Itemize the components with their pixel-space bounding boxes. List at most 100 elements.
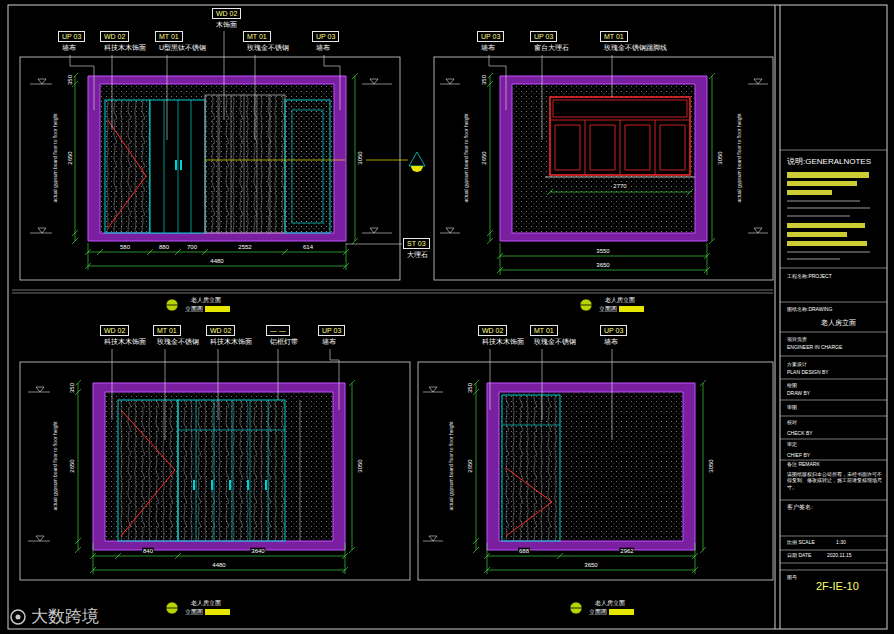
material-tag: MT 01玫瑰金不锈钢 xyxy=(153,325,199,346)
material-tag: UP 03墙布 xyxy=(58,31,85,52)
title-block-text: 审定 xyxy=(786,442,798,448)
wall-section xyxy=(487,383,695,550)
title-block-text: CHECK BY xyxy=(786,431,814,437)
dimension-text: 350 xyxy=(481,74,488,86)
dimension-text: 3650 xyxy=(595,262,610,269)
dimension-text: 350 xyxy=(69,382,76,394)
sheet-border xyxy=(8,5,887,629)
watermark-logo xyxy=(16,615,21,620)
wall-hatch xyxy=(499,392,683,541)
material-code: MT 01 xyxy=(153,325,181,336)
dimension-text: 2962 xyxy=(619,548,634,555)
light-strip xyxy=(300,400,301,541)
material-code: UP 03 xyxy=(318,325,345,336)
leader-line xyxy=(489,55,612,140)
section-symbol xyxy=(411,166,423,172)
title-block-text: 审图 xyxy=(786,405,798,411)
note-lines xyxy=(787,252,870,259)
material-name: 科技木木饰面 xyxy=(482,337,524,346)
material-tag: UP 03窗台大理石 xyxy=(530,31,569,52)
sheet-divider xyxy=(12,290,773,293)
dimension-text: 3650 xyxy=(583,562,598,569)
view-title: 老人房立面 xyxy=(190,600,222,607)
leader-line xyxy=(112,349,339,440)
watermark: 大数跨境 xyxy=(30,608,100,627)
material-code: WD 02 xyxy=(100,31,129,42)
view-subtitle: 立面图 xyxy=(184,306,204,313)
material-tag: UP 03墙布 xyxy=(477,31,504,52)
material-name: 墙布 xyxy=(322,337,336,346)
material-tag: UP 03墙布 xyxy=(318,325,345,346)
height-note: actual gypsum board floor to floor heigh… xyxy=(53,420,59,511)
door-swing xyxy=(506,468,552,536)
view-symbol xyxy=(570,608,582,609)
redaction-bar xyxy=(609,609,634,615)
material-tag: WD 02科技木木饰面 xyxy=(206,325,252,346)
view-symbol xyxy=(166,299,178,311)
dimension-text: 350 xyxy=(67,74,74,86)
material-name: 玫瑰金不锈钢 xyxy=(247,43,289,52)
title-block-text: 校对 xyxy=(786,420,798,426)
material-tag: WD 02木饰面 xyxy=(212,8,241,29)
redaction-bar xyxy=(787,181,857,186)
material-name: 墙布 xyxy=(481,43,495,52)
view-frame xyxy=(20,362,410,580)
dimension-text: 3640 xyxy=(250,548,265,555)
redaction-bar xyxy=(787,172,869,178)
redaction-bar xyxy=(787,241,867,246)
cabinet-lines xyxy=(164,100,191,233)
title-block-border xyxy=(775,5,780,629)
view-frame xyxy=(434,57,773,280)
window xyxy=(550,97,690,175)
material-code: MT 01 xyxy=(600,31,628,42)
view-title: 老人房立面 xyxy=(604,297,636,304)
window-sill xyxy=(545,176,695,177)
dimension-line xyxy=(72,73,358,270)
redaction-bar xyxy=(205,609,230,615)
view-title: 老人房立面 xyxy=(190,297,222,304)
title-block-rule xyxy=(780,150,887,570)
title-block-text: 方案设计 xyxy=(786,362,808,368)
view-symbol xyxy=(166,602,178,614)
material-code: UP 03 xyxy=(312,31,339,42)
wall-section xyxy=(93,383,345,550)
material-code: WD 02 xyxy=(206,325,235,336)
dimension-text: 3050 xyxy=(708,458,715,473)
title-block-text: PLAN DESIGN BY xyxy=(786,370,830,376)
material-name: 窗台大理石 xyxy=(534,43,569,52)
dimension-text: 3050 xyxy=(717,150,724,165)
reference-line xyxy=(205,160,408,161)
wood-wall xyxy=(205,95,285,233)
dimension-text: 2650 xyxy=(69,458,76,473)
title-block-text: 项目负责 xyxy=(786,337,808,343)
door-panel xyxy=(285,100,330,233)
material-tag: — —铝框灯带 xyxy=(266,325,298,346)
material-code: WD 02 xyxy=(212,8,241,19)
title-block-text: 客户签名: xyxy=(786,504,814,511)
view-symbol xyxy=(580,299,592,311)
dimension-text: 2650 xyxy=(481,150,488,165)
material-tag: ST 03大理石 xyxy=(403,238,430,259)
height-note: actual gypsum board floor to floor heigh… xyxy=(449,420,455,511)
dimension-text: 350 xyxy=(467,382,474,394)
title-block-text: DRAW BY xyxy=(786,391,811,397)
material-name: U型黑钛不锈钢 xyxy=(159,43,206,52)
remark-text: 该图纸版权归本公司所有，未经书面许可不得复制、修改或转让，施工前请复核现场尺寸。 xyxy=(786,471,883,490)
material-name: 科技木木饰面 xyxy=(104,337,146,346)
cabinet-line xyxy=(502,425,560,426)
wardrobe xyxy=(178,400,285,541)
redaction-bar xyxy=(619,306,644,312)
view-frame xyxy=(418,362,773,580)
wall-hatch xyxy=(105,392,333,541)
title-block-text: 图号 xyxy=(786,575,798,581)
view-subtitle: 立面图 xyxy=(588,609,608,616)
door-panel xyxy=(118,400,178,541)
material-tag: UP 03墙布 xyxy=(312,31,339,52)
door-panel xyxy=(502,395,560,541)
redaction-bar xyxy=(787,223,865,228)
dimension-line xyxy=(487,73,715,275)
title-block-text: 图纸名称:DRAWING xyxy=(786,307,833,313)
